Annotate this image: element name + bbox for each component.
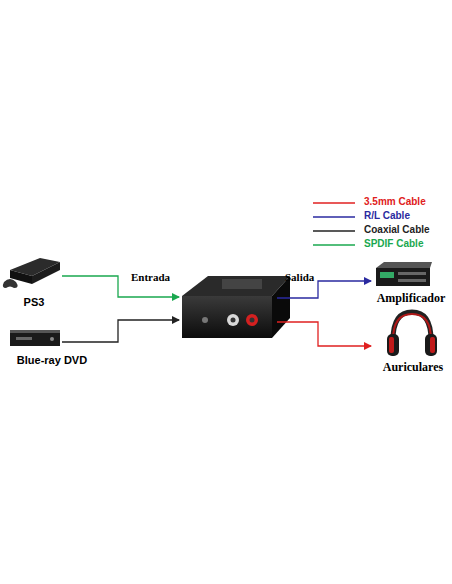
- legend-text: R/L Cable: [364, 210, 410, 221]
- legend-line: [313, 230, 355, 231]
- device-label: Auriculares: [378, 360, 448, 375]
- device-node: Auriculares: [378, 310, 448, 375]
- bluray-icon: [10, 330, 60, 346]
- legend-text: Coaxial Cable: [364, 224, 430, 235]
- device-label: Blue-ray DVD: [4, 354, 100, 366]
- legend-text: SPDIF Cable: [364, 238, 423, 249]
- coaxial-cable: [62, 320, 179, 342]
- device-label: PS3: [2, 296, 66, 308]
- converter-box: [182, 276, 290, 338]
- legend-line: [313, 244, 355, 245]
- amplifier-icon: [376, 262, 432, 286]
- jack-cable: [277, 322, 371, 346]
- device-node: Amplificador: [372, 260, 450, 306]
- device-node: PS3: [2, 252, 66, 308]
- device-label: Amplificador: [372, 291, 450, 306]
- flow-label: Entrada: [131, 271, 170, 283]
- headphones-icon: [387, 312, 437, 356]
- legend-text: 3.5mm Cable: [364, 196, 426, 207]
- legend-line: [313, 216, 355, 217]
- device-node: Blue-ray DVD: [4, 328, 100, 366]
- rl-cable: [277, 281, 371, 298]
- ps3-icon: [3, 258, 60, 288]
- legend-line: [313, 202, 355, 203]
- flow-label: Salida: [285, 271, 314, 283]
